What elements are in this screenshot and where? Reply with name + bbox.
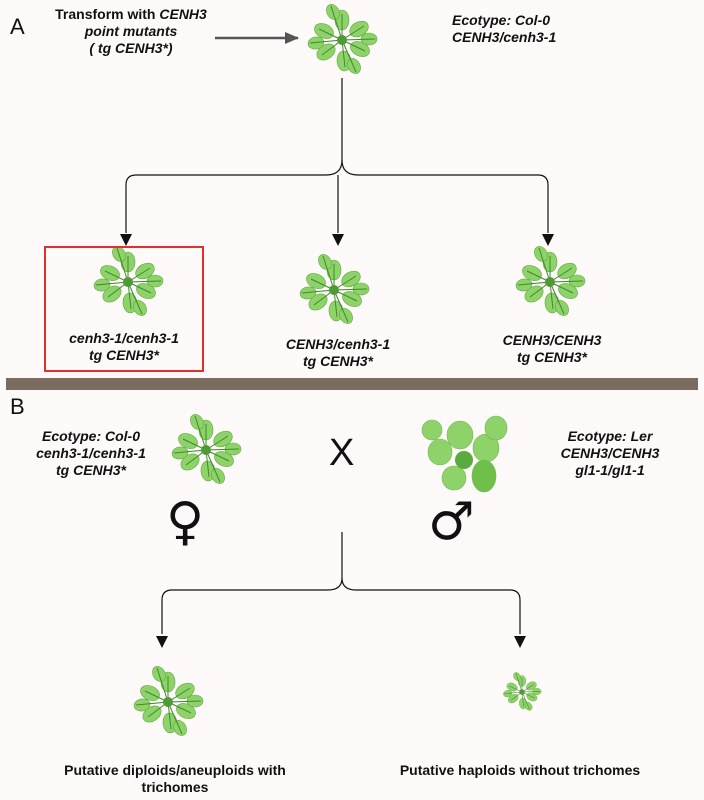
panel-a-letter: A bbox=[10, 14, 25, 39]
arrowhead bbox=[120, 234, 132, 246]
arrowhead bbox=[542, 234, 554, 246]
transform-label: Transform with CENH3 point mutants ( tg … bbox=[55, 6, 207, 56]
offspring-plant-image bbox=[298, 251, 370, 327]
panel-b-letter: B bbox=[10, 394, 25, 419]
offspring-plant-image bbox=[514, 243, 586, 319]
arrowhead bbox=[332, 234, 344, 246]
outcome-left-label: Putative diploids/aneuploids with tricho… bbox=[64, 762, 286, 795]
male-parent-label: Ecotype: Ler CENH3/CENH3 gl1-1/gl1-1 bbox=[560, 428, 660, 478]
diploid-progeny-plant-image bbox=[132, 663, 204, 739]
panel-divider bbox=[6, 378, 698, 390]
parent-genotype-label: Ecotype: Col-0 CENH3/cenh3-1 bbox=[452, 12, 557, 45]
offspring-label-1: cenh3-1/cenh3-1 tg CENH3* bbox=[69, 330, 179, 363]
female-parent-label: Ecotype: Col-0 cenh3-1/cenh3-1 tg CENH3* bbox=[36, 428, 146, 478]
male-parent-plant-image bbox=[421, 415, 508, 493]
arrowhead bbox=[156, 636, 168, 648]
cross-symbol: X bbox=[329, 432, 355, 474]
offspring-label-2: CENH3/cenh3-1 tg CENH3* bbox=[285, 336, 391, 369]
female-symbol: ♀ bbox=[166, 492, 205, 552]
branch-lines-a bbox=[125, 78, 549, 233]
highlight-box bbox=[44, 246, 204, 372]
outcome-right-label: Putative haploids without trichomes bbox=[399, 762, 641, 778]
female-parent-plant-image bbox=[170, 411, 242, 487]
offspring-label-3: CENH3/CENH3 tg CENH3* bbox=[502, 332, 602, 365]
haploid-progeny-plant-image bbox=[502, 670, 542, 713]
male-symbol: ♂ bbox=[428, 492, 475, 552]
branch-lines-b bbox=[161, 532, 521, 634]
parent-plant-image bbox=[306, 1, 378, 77]
arrowhead bbox=[514, 636, 526, 648]
